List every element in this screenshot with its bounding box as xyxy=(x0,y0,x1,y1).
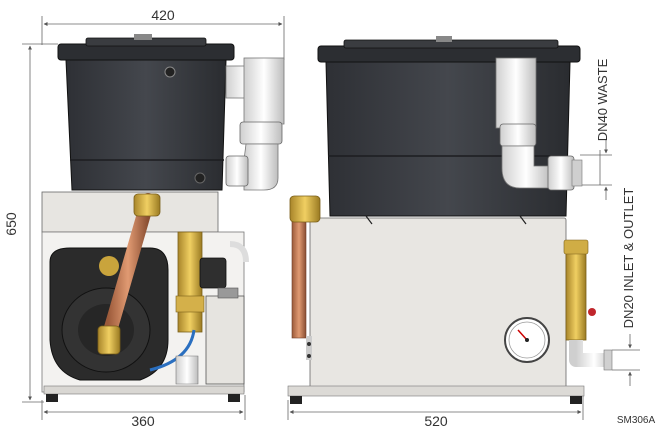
front-view xyxy=(41,34,285,402)
front-cabinet-top xyxy=(41,191,219,233)
side-waste-pipe xyxy=(495,57,583,191)
front-blue-hose xyxy=(149,329,196,372)
side-copper-pipe xyxy=(291,217,307,339)
dimension-height: 650 xyxy=(3,212,19,236)
label-inlet-outlet: DN20 INLET & OUTLET xyxy=(621,188,636,329)
front-waste-pipe xyxy=(225,57,285,191)
dimension-top-width: 420 xyxy=(151,7,175,23)
front-tank-lid xyxy=(57,43,235,61)
front-brass-valve xyxy=(177,231,203,333)
pressure-gauge xyxy=(504,317,550,363)
side-tank-lid xyxy=(317,45,581,63)
drawing-code: SM306A xyxy=(617,415,656,426)
side-brass-valve xyxy=(565,249,587,341)
front-tank xyxy=(65,59,227,191)
side-inlet-pipe xyxy=(569,340,612,367)
front-controller-box xyxy=(205,295,245,385)
front-copper-pipe xyxy=(101,193,155,345)
dimension-lines xyxy=(22,16,640,420)
side-view xyxy=(287,36,613,404)
label-waste: DN40 WASTE xyxy=(595,58,610,141)
dimension-side-base-width: 520 xyxy=(424,413,448,429)
dimension-front-base-width: 360 xyxy=(131,413,155,429)
